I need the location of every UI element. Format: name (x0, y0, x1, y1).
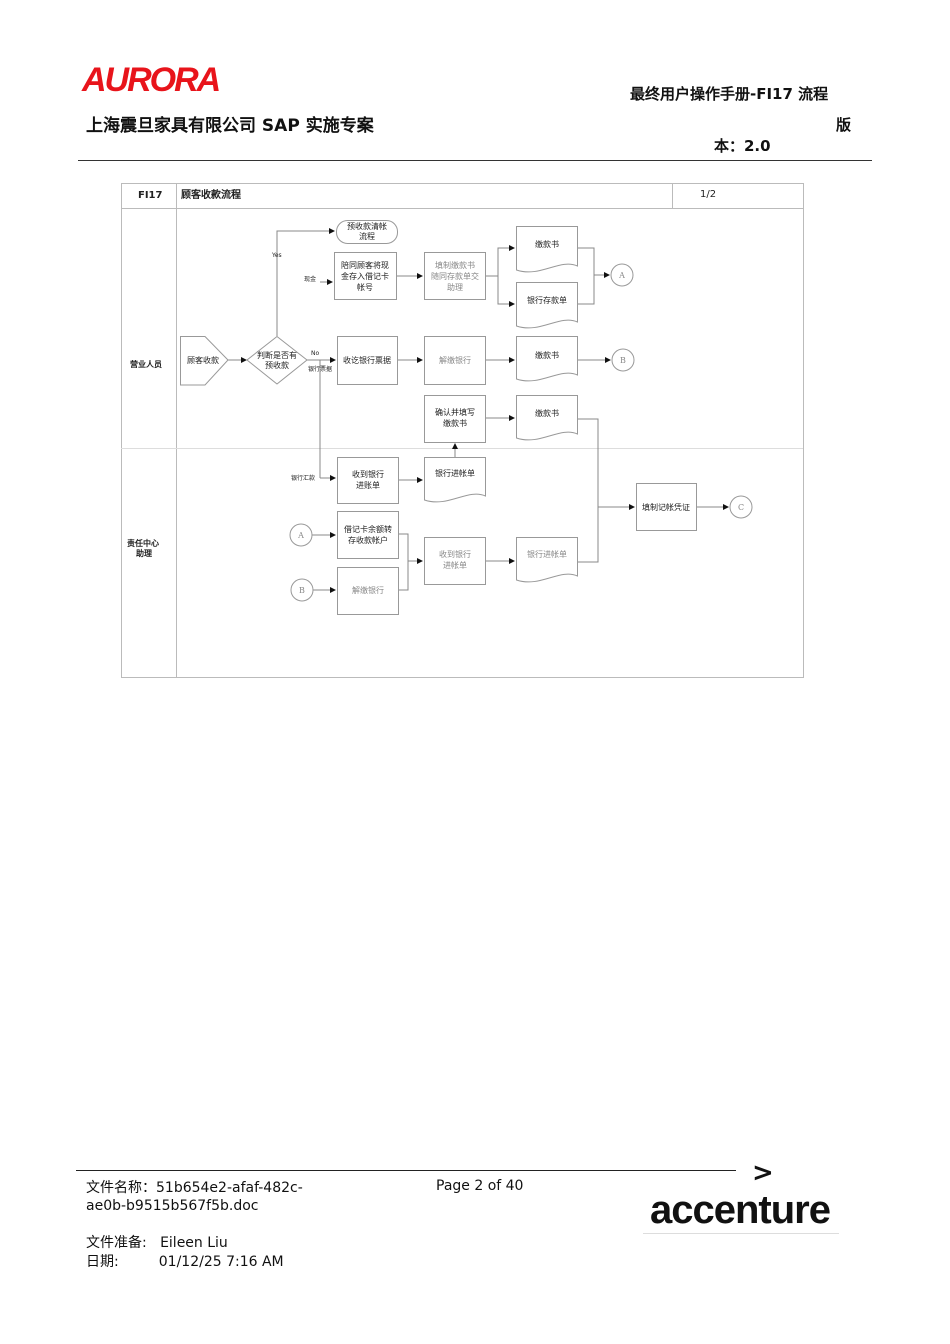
svg-text:收到银行进账单: 收到银行进账单 (352, 469, 384, 490)
doc-deposit: 银行存款单 (516, 282, 578, 329)
date: 日期: 01/12/25 7:16 AM (86, 1254, 284, 1270)
frame (121, 183, 804, 678)
node-voucher: 填制记帐凭证 (636, 483, 697, 531)
version-value: 本：2.0 (714, 137, 771, 155)
svg-text:填制缴款书随同存款单交助理: 填制缴款书随同存款单交助理 (431, 260, 479, 292)
node-fill-slip: 填制缴款书随同存款单交助理 (424, 252, 486, 300)
svg-text:收到银行进帐单: 收到银行进帐单 (439, 549, 471, 570)
node-accompany: 陪同顾客将现金存入借记卡帐号 (334, 252, 397, 300)
svg-text:银行进帐单: 银行进帐单 (527, 549, 567, 559)
svg-text:填制记帐凭证: 填制记帐凭证 (642, 502, 690, 512)
node-collect: 收讫银行票据 (337, 336, 398, 385)
doc-slip-1: 缴款书 (516, 226, 578, 273)
svg-text:确认并填写缴款书: 确认并填写缴款书 (435, 407, 475, 428)
svg-text:C: C (738, 503, 744, 512)
doc-slip-2: 缴款书 (516, 336, 578, 382)
node-transfer: 借记卡余额转存收款帐户 (337, 511, 399, 559)
flowchart: FI17 顾客收款流程 1/2 营业人员 责任中心助理 预收款清帐流程 陪同顾客… (121, 183, 804, 678)
svg-text:陪同顾客将现金存入借记卡帐号: 陪同顾客将现金存入借记卡帐号 (341, 260, 389, 292)
svg-text:缴款书: 缴款书 (535, 350, 559, 360)
footer-divider (76, 1170, 736, 1171)
lane-assistant: 责任中心助理 (127, 538, 159, 558)
label-yes: Yes (271, 252, 282, 259)
svg-text:借记卡余额转存收款帐户: 借记卡余额转存收款帐户 (344, 524, 392, 545)
svg-text:收讫银行票据: 收讫银行票据 (343, 355, 391, 365)
doc-title: 最终用户操作手册-FI17 流程 (630, 85, 829, 103)
svg-text:银行进帐单: 银行进帐单 (435, 468, 475, 478)
svg-text:B: B (620, 356, 626, 365)
node-receive-notice: 收到银行进账单 (337, 457, 399, 504)
aurora-logo: AURORA (82, 61, 221, 99)
label-bank-wire: 银行汇款 (291, 474, 315, 482)
svg-text:银行存款单: 银行存款单 (527, 295, 567, 305)
node-remit-2: 解缴银行 (337, 567, 399, 615)
doc-bank-notice-2: 银行进帐单 (516, 537, 578, 583)
node-confirm: 确认并填写缴款书 (424, 395, 486, 443)
svg-text:解缴银行: 解缴银行 (439, 355, 471, 365)
flow-page: 1/2 (700, 189, 716, 200)
svg-text:A: A (618, 271, 625, 280)
connector-b-in: B (290, 578, 314, 602)
label-bank-draft: 银行票据 (308, 365, 332, 373)
flow-code: FI17 (138, 190, 163, 201)
filename: 文件名称：51b654e2-afaf-482c-ae0b-b9515b567f5… (86, 1180, 303, 1214)
label-cash: 现金 (304, 275, 316, 283)
accenture-chevron-icon: > (752, 1158, 774, 1188)
svg-text:A: A (297, 531, 304, 540)
node-customer-receipt: 顾客收款 (180, 336, 229, 386)
flow-title: 顾客收款流程 (181, 188, 241, 201)
svg-text:预收款清帐流程: 预收款清帐流程 (347, 221, 387, 241)
version-label: 版 (836, 116, 852, 134)
svg-text:解缴银行: 解缴银行 (352, 585, 384, 595)
node-remit-1: 解缴银行 (424, 336, 486, 385)
svg-text:顾客收款: 顾客收款 (187, 355, 219, 365)
label-no: No (311, 350, 319, 357)
svg-text:缴款书: 缴款书 (535, 239, 559, 249)
company-title: 上海震旦家具有限公司 SAP 实施专案 (86, 116, 374, 136)
lane-sales: 营业人员 (130, 359, 162, 369)
connector-a-in: A (289, 523, 313, 547)
connector-a-out: A (610, 263, 634, 287)
doc-slip-3: 缴款书 (516, 395, 578, 441)
svg-text:判断是否有预收款: 判断是否有预收款 (257, 350, 297, 370)
svg-text:缴款书: 缴款书 (535, 408, 559, 418)
node-receive-notice-2: 收到银行进帐单 (424, 537, 486, 585)
doc-bank-notice-1: 银行进帐单 (424, 457, 486, 503)
connector-c: C (729, 495, 753, 519)
connector-b-out: B (611, 348, 635, 372)
node-prepay-clear: 预收款清帐流程 (336, 220, 398, 244)
preparer: 文件准备: Eileen Liu (86, 1235, 228, 1251)
page-number: Page 2 of 40 (436, 1178, 524, 1194)
logo-underline (643, 1233, 839, 1234)
header-divider (78, 160, 872, 161)
svg-text:B: B (299, 586, 305, 595)
node-decision: 判断是否有预收款 (246, 335, 308, 385)
accenture-logo: accenture (650, 1188, 831, 1232)
